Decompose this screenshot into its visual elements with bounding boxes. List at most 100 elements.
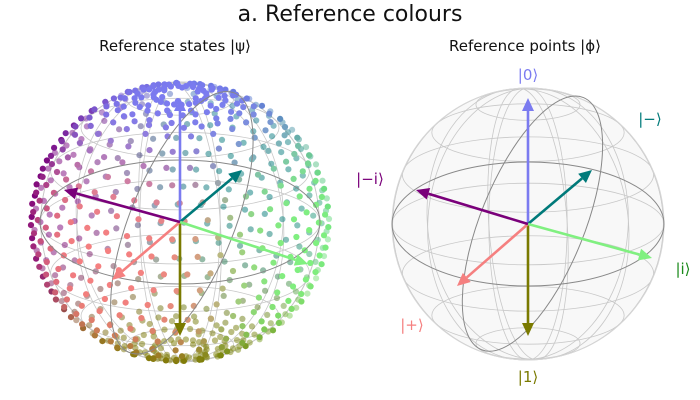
state-point [134, 90, 141, 97]
state-point [161, 338, 168, 345]
state-point [235, 346, 242, 353]
state-point [267, 206, 274, 213]
state-point [84, 224, 91, 231]
state-point [182, 336, 189, 343]
state-point [110, 95, 117, 102]
state-point [146, 235, 153, 242]
state-point [39, 165, 46, 172]
state-point [270, 165, 277, 172]
state-point [186, 101, 193, 108]
state-point [136, 103, 143, 111]
state-point [243, 331, 250, 338]
state-point [192, 99, 199, 106]
left-xz-ring [110, 90, 254, 355]
arrow-minus-head [578, 170, 592, 183]
state-point [216, 168, 223, 175]
state-point [173, 313, 180, 320]
state-point [110, 263, 117, 270]
state-point [266, 230, 273, 238]
state-point [312, 269, 319, 276]
state-point [254, 304, 261, 311]
state-point [162, 124, 169, 131]
state-point [284, 139, 292, 146]
state-point [268, 133, 276, 140]
state-point [220, 203, 227, 210]
state-point [228, 328, 235, 336]
state-point [54, 231, 61, 238]
state-point [233, 100, 241, 107]
state-point [103, 111, 110, 118]
state-point [137, 269, 144, 276]
state-point [322, 211, 329, 218]
state-point [78, 115, 85, 122]
xz-ring [461, 95, 604, 352]
ket-zero-label: |0⟩ [518, 66, 538, 84]
state-point [192, 119, 199, 126]
state-point [33, 181, 40, 188]
state-point [248, 211, 255, 218]
state-point [322, 244, 329, 251]
state-point [99, 338, 106, 345]
state-point [222, 197, 229, 204]
state-point [28, 213, 35, 220]
state-point [290, 216, 298, 223]
arrow-minus-shaft [527, 177, 583, 225]
state-point [253, 117, 260, 124]
state-point [126, 251, 133, 258]
state-point [95, 263, 102, 270]
state-point [145, 102, 152, 109]
state-point [157, 345, 165, 352]
state-point [79, 321, 86, 328]
state-point [235, 140, 242, 148]
state-point [225, 186, 232, 193]
left-arrow-minus-i-head [64, 187, 79, 200]
state-point [114, 344, 121, 351]
state-point [313, 240, 320, 247]
state-point [60, 252, 67, 259]
state-point [148, 253, 155, 260]
state-point [229, 102, 236, 110]
state-point [114, 280, 121, 287]
state-point [243, 119, 250, 126]
state-point [199, 256, 206, 263]
state-point [289, 126, 296, 133]
state-point [304, 160, 312, 167]
state-point [48, 161, 56, 168]
left-sphere-points [27, 79, 333, 365]
state-point [38, 184, 45, 191]
state-point [62, 130, 69, 137]
state-point [107, 137, 114, 144]
state-point [53, 168, 61, 176]
state-point [193, 166, 200, 173]
state-point [169, 236, 176, 243]
state-point [192, 236, 199, 243]
state-point [289, 283, 297, 290]
state-point [251, 264, 258, 271]
state-point [270, 259, 277, 266]
state-point [239, 97, 246, 104]
state-point [157, 184, 164, 191]
figure-title: a. Reference colours [237, 2, 463, 27]
state-point [37, 238, 44, 245]
state-point [120, 334, 127, 341]
left-arrow-minus-head [228, 170, 242, 183]
state-point [135, 216, 142, 223]
state-point [67, 314, 75, 321]
state-point [226, 222, 233, 229]
left-arrow-minus-shaft [179, 177, 233, 223]
ket-minus-label: |−⟩ [638, 110, 661, 128]
state-point [29, 200, 36, 207]
state-point [83, 291, 90, 298]
state-point [306, 152, 313, 159]
state-point [318, 193, 325, 201]
state-point [303, 209, 310, 216]
state-point [134, 222, 141, 229]
state-point [88, 316, 95, 324]
state-point [180, 183, 187, 190]
state-point [36, 263, 43, 270]
state-point [198, 123, 205, 130]
state-point [203, 184, 210, 191]
state-point [248, 323, 256, 330]
state-point [155, 352, 162, 359]
state-point [72, 123, 79, 130]
